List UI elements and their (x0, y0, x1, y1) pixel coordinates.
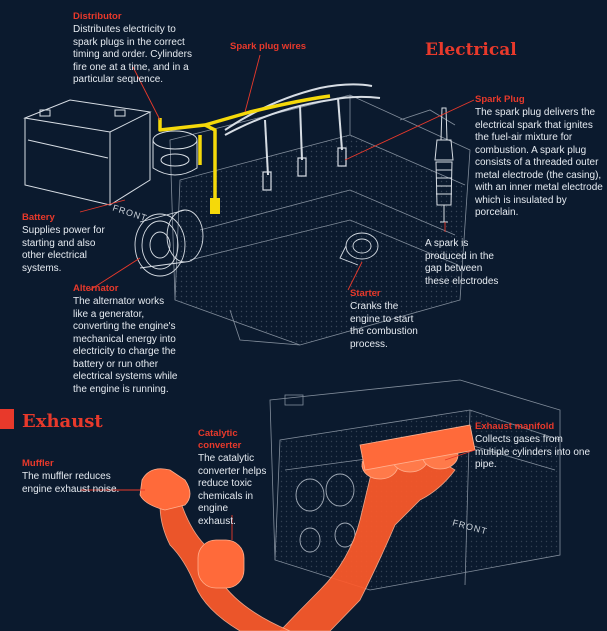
battery-drawing (23, 99, 152, 206)
label-title: Battery (22, 212, 55, 223)
label-exhaust-manifold: Exhaust manifold Collects gases from mul… (475, 421, 597, 472)
section-title-exhaust: Exhaust (22, 411, 103, 432)
label-title: Spark Plug (475, 94, 525, 105)
lower-engine-cylinders (295, 473, 356, 553)
highlighted-distributor-wire (158, 94, 331, 214)
spark-plug-drawing (434, 107, 454, 223)
label-text: The catalytic converter helps reduce tox… (198, 453, 267, 527)
label-title: Exhaust manifold (475, 421, 555, 432)
starter-drawing (339, 232, 379, 266)
engine-dotted-fill (175, 135, 465, 345)
label-text: Distributes electricity to spark plugs i… (73, 24, 192, 85)
label-text: The alternator works like a generator, c… (73, 296, 178, 395)
label-title: Starter (350, 288, 381, 299)
label-battery: Battery Supplies power for starting and … (22, 212, 117, 275)
label-spark-plug: Spark Plug The spark plug delivers the e… (475, 94, 605, 220)
leader-lines-lower (80, 449, 476, 540)
exhaust-system (139, 424, 476, 631)
label-text: Collects gases from multiple cylinders i… (475, 434, 591, 470)
spark-plug-wires (224, 83, 381, 191)
label-text: The spark plug delivers the electrical s… (475, 107, 603, 218)
label-text: Supplies power for starting and also oth… (22, 225, 105, 274)
label-distributor: Distributor Distributes electricity to s… (73, 11, 203, 87)
section-title-electrical: Electrical (425, 40, 517, 60)
section-marker-bar (0, 409, 14, 429)
label-catalytic-converter: Catalytic converter The catalytic conver… (198, 428, 268, 528)
label-title: Spark plug wires (230, 41, 307, 52)
label-starter: Starter Cranks the engine to start the c… (350, 288, 422, 351)
label-alternator: Alternator The alternator works like a g… (73, 283, 179, 396)
label-spark-gap: A spark is produced in the gap between t… (425, 238, 503, 288)
label-title: Distributor (73, 11, 122, 22)
label-spark-plug-wires: Spark plug wires (230, 41, 340, 54)
label-title: Catalytic converter (198, 428, 242, 451)
label-text: A spark is produced in the gap between t… (425, 238, 499, 287)
alternator-drawing (134, 209, 204, 277)
label-muffler: Muffler The muffler reduces engine exhau… (22, 458, 137, 496)
leader-lines-upper (79, 54, 475, 291)
label-title: Muffler (22, 458, 54, 469)
distributor-drawing (152, 130, 198, 176)
label-text: The muffler reduces engine exhaust noise… (22, 471, 120, 495)
label-title: Alternator (73, 283, 119, 294)
label-text: Cranks the engine to start the combustio… (350, 301, 418, 350)
